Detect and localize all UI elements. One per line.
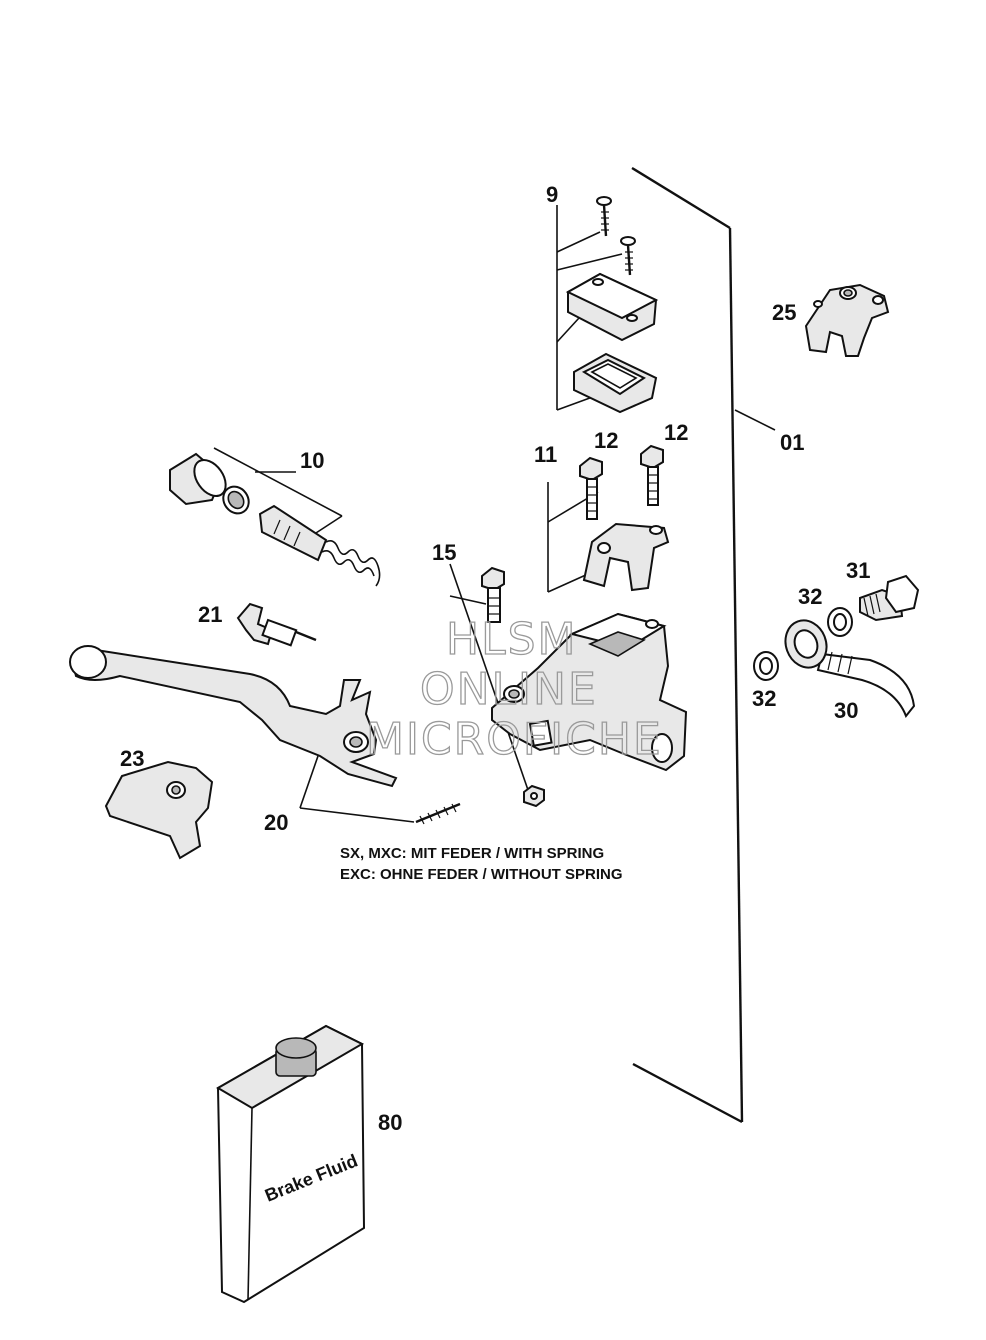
brake-hose-30	[784, 619, 916, 718]
label-10: 10	[300, 448, 324, 473]
label-23: 23	[120, 746, 144, 771]
label-32b: 32	[752, 686, 776, 711]
watermark-line-3: MICROFICHE	[366, 714, 663, 765]
assembly-bracket-01	[631, 166, 776, 1124]
label-9: 9	[546, 182, 558, 207]
part-number-labels: 01 9 10 11 12 12 15 20 21 23 25 30 31 32…	[120, 182, 870, 1135]
lever-spring	[415, 802, 461, 825]
watermark-line-1: HLSM	[446, 614, 578, 665]
master-cylinder-body	[491, 612, 688, 772]
label-25: 25	[772, 300, 796, 325]
adjuster-screw-21	[236, 602, 317, 647]
reservoir-cover	[565, 272, 659, 342]
pivot-bolt-15	[449, 563, 545, 808]
reservoir-diaphragm	[573, 352, 658, 414]
label-12b: 12	[664, 420, 688, 445]
brake-fluid-can-80: Brake Fluid	[216, 1024, 366, 1304]
label-21: 21	[198, 602, 222, 627]
banjo-bolt-31	[859, 574, 920, 622]
label-20: 20	[264, 810, 288, 835]
lever-cover-23	[104, 760, 214, 860]
label-31: 31	[846, 558, 870, 583]
note-without-spring: EXC: OHNE FEDER / WITHOUT SPRING	[340, 866, 623, 883]
watermark: HLSM ONLINE MICROFICHE	[365, 613, 663, 765]
spring-notes: SX, MXC: MIT FEDER / WITH SPRING EXC: OH…	[340, 845, 623, 883]
clamp-bolts-12	[579, 444, 664, 520]
handlebar-clamp-11	[582, 522, 670, 592]
brake-lever-20	[69, 645, 415, 823]
label-11: 11	[534, 442, 557, 467]
watermark-line-2: ONLINE	[420, 664, 598, 715]
label-30: 30	[834, 698, 858, 723]
piston-kit-10	[169, 447, 381, 587]
cover-screws-9	[596, 196, 636, 276]
sealing-washers-32	[753, 607, 853, 681]
handlebar-clamp-25	[804, 283, 890, 357]
label-12a: 12	[594, 428, 618, 453]
label-01: 01	[780, 430, 804, 455]
label-15: 15	[432, 540, 456, 565]
label-80: 80	[378, 1110, 402, 1135]
label-32a: 32	[798, 584, 822, 609]
note-with-spring: SX, MXC: MIT FEDER / WITH SPRING	[340, 845, 604, 862]
